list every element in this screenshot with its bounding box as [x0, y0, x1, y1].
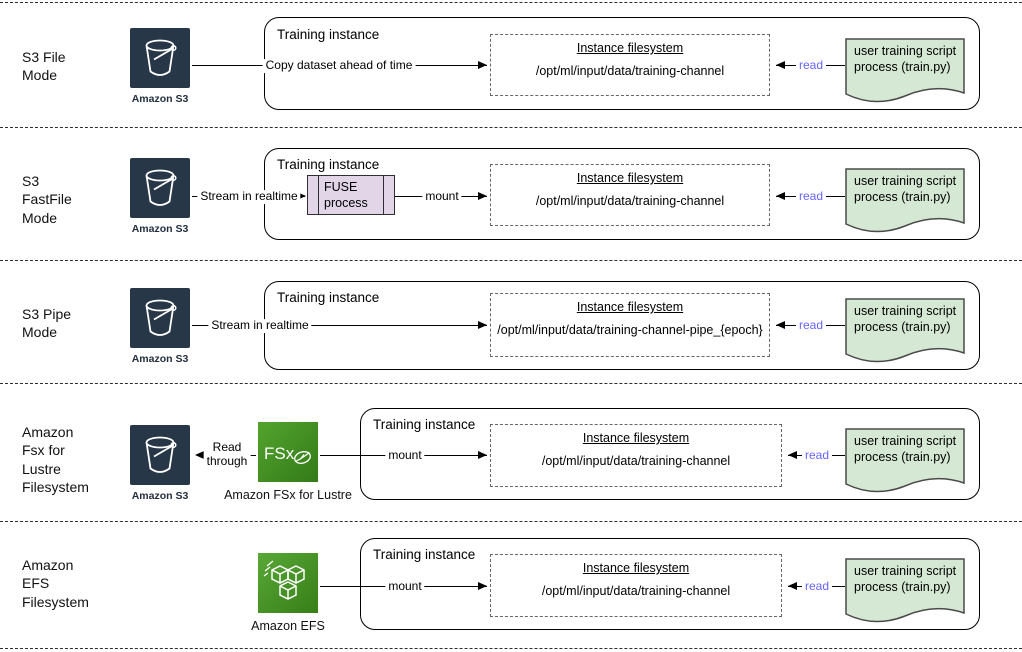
- training-instance-label: Training instance: [373, 417, 476, 432]
- mode-label: S3 FastFile Mode: [22, 173, 72, 226]
- stream-arrow-label: Stream in realtime: [197, 189, 301, 204]
- read-through-label: Read through: [203, 440, 251, 469]
- training-instance-label: Training instance: [277, 290, 380, 305]
- arrowhead-icon: [776, 192, 785, 200]
- fuse-process-box: FUSE process: [307, 175, 395, 215]
- mode-label: Amazon Fsx for Lustre Filesystem: [22, 424, 89, 496]
- arrowhead-icon: [478, 582, 487, 590]
- instance-filesystem-title: Instance filesystem: [576, 300, 684, 314]
- mode-label: S3 File Mode: [22, 49, 66, 84]
- arrowhead-icon: [776, 61, 785, 69]
- channel-path: /opt/ml/input/data/training-channel: [541, 584, 731, 598]
- amazon-s3-caption: Amazon S3: [131, 353, 189, 365]
- arrowhead-icon: [788, 451, 797, 459]
- instance-filesystem-title: Instance filesystem: [582, 431, 690, 445]
- training-instance-label: Training instance: [277, 157, 380, 172]
- arrowhead-icon: [776, 321, 785, 329]
- training-script-document: user training script process (train.py): [845, 168, 965, 238]
- training-script-text: user training script process (train.py): [854, 174, 957, 204]
- amazon-s3-caption: Amazon S3: [131, 223, 189, 235]
- training-script-document: user training script process (train.py): [845, 428, 965, 498]
- process-bar: [383, 176, 384, 214]
- channel-path: /opt/ml/input/data/training-channel-pipe…: [497, 323, 763, 337]
- row-separator: [0, 127, 1022, 128]
- svg-text:FSx: FSx: [264, 444, 295, 463]
- amazon-s3-icon: [130, 158, 190, 218]
- read-arrow-label: read: [801, 579, 833, 594]
- training-script-document: user training script process (train.py): [845, 558, 965, 628]
- amazon-fsx-icon: FSx: [258, 422, 318, 482]
- training-script-text: user training script process (train.py): [854, 564, 957, 594]
- amazon-s3-caption: Amazon S3: [131, 93, 189, 105]
- training-script-document: user training script process (train.py): [845, 38, 965, 108]
- channel-path: /opt/ml/input/data/training-channel: [535, 194, 725, 208]
- instance-filesystem-box: Instance filesystem /opt/ml/input/data/t…: [490, 424, 782, 487]
- read-arrow-label: read: [795, 189, 827, 204]
- row-separator: [0, 648, 1022, 649]
- channel-path: /opt/ml/input/data/training-channel: [535, 64, 725, 78]
- fuse-process-label: FUSE process: [324, 180, 368, 210]
- row-separator: [0, 2, 1022, 3]
- training-script-text: user training script process (train.py): [854, 44, 957, 74]
- instance-filesystem-box: Instance filesystem /opt/ml/input/data/t…: [490, 554, 782, 617]
- arrowhead-icon: [478, 61, 487, 69]
- arrowhead-icon: [478, 451, 487, 459]
- amazon-s3-icon: [130, 425, 190, 485]
- training-script-document: user training script process (train.py): [845, 298, 965, 368]
- row-separator: [0, 383, 1022, 384]
- amazon-s3-caption: Amazon S3: [131, 490, 189, 502]
- instance-filesystem-box: Instance filesystem /opt/ml/input/data/t…: [490, 293, 770, 357]
- mode-label: Amazon EFS Filesystem: [22, 557, 89, 610]
- instance-filesystem-title: Instance filesystem: [582, 561, 690, 575]
- amazon-s3-icon: [130, 28, 190, 88]
- arrowhead-icon: [297, 192, 306, 200]
- amazon-s3-icon: [130, 288, 190, 348]
- stream-arrow: [192, 325, 487, 326]
- stream-arrow-label: Stream in realtime: [208, 318, 312, 333]
- amazon-fsx-caption: Amazon FSx for Lustre: [224, 488, 352, 502]
- instance-filesystem-box: Instance filesystem /opt/ml/input/data/t…: [490, 164, 770, 226]
- arrowhead-icon: [195, 451, 204, 459]
- instance-filesystem-title: Instance filesystem: [576, 171, 684, 185]
- training-instance-label: Training instance: [277, 27, 380, 42]
- arrowhead-icon: [478, 192, 487, 200]
- read-arrow-label: read: [795, 318, 827, 333]
- mount-arrow-label: mount: [385, 579, 425, 594]
- process-bar: [318, 176, 319, 214]
- mount-arrow-label: mount: [385, 448, 425, 463]
- amazon-efs-icon: [258, 553, 318, 613]
- row-separator: [0, 260, 1022, 261]
- mode-label: S3 Pipe Mode: [22, 306, 72, 341]
- training-script-text: user training script process (train.py): [854, 304, 957, 334]
- arrowhead-icon: [478, 321, 487, 329]
- read-arrow-label: read: [801, 448, 833, 463]
- mount-arrow-label: mount: [422, 189, 462, 204]
- instance-filesystem-box: Instance filesystem /opt/ml/input/data/t…: [490, 34, 770, 96]
- copy-arrow-label: Copy dataset ahead of time: [262, 58, 416, 73]
- read-arrow-label: read: [795, 58, 827, 73]
- instance-filesystem-title: Instance filesystem: [576, 41, 684, 55]
- training-instance-label: Training instance: [373, 547, 476, 562]
- arrowhead-icon: [788, 582, 797, 590]
- training-script-text: user training script process (train.py): [854, 434, 957, 464]
- amazon-efs-caption: Amazon EFS: [251, 619, 325, 633]
- channel-path: /opt/ml/input/data/training-channel: [541, 454, 731, 468]
- row-separator: [0, 521, 1022, 522]
